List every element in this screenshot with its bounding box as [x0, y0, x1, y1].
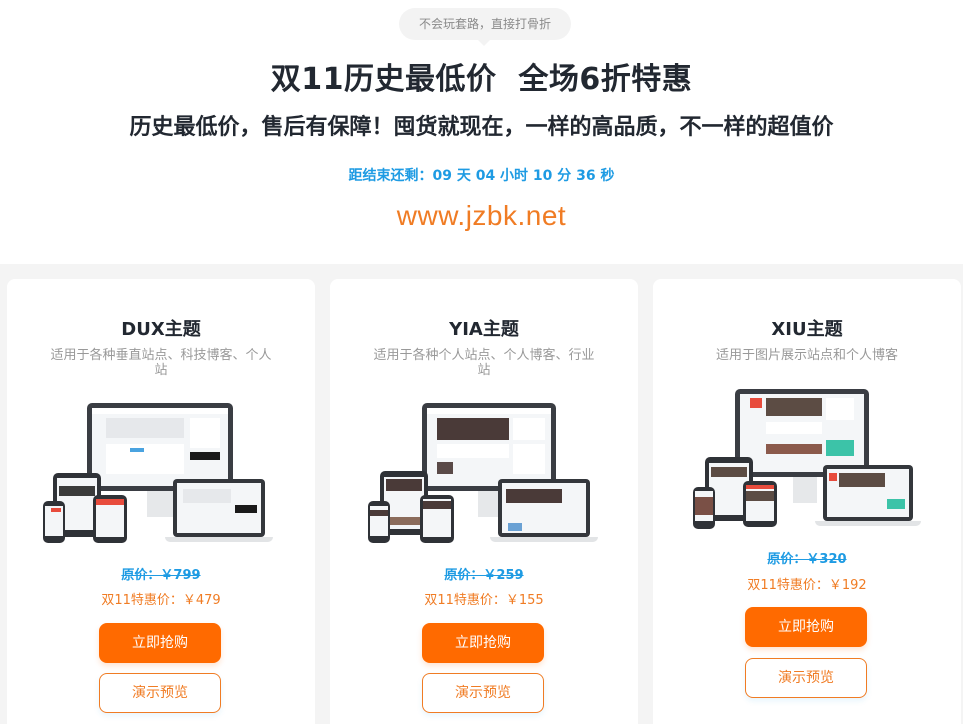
original-price: 原价：￥799	[121, 568, 201, 583]
card-description: 适用于图片展示站点和个人博客	[715, 348, 898, 363]
card-title: YIA主题	[449, 319, 519, 340]
original-price: 原价：￥320	[767, 552, 847, 567]
sale-price: 双11特惠价：￥155	[424, 593, 544, 608]
card-description: 适用于各种垂直站点、科技博客、个人站	[50, 348, 272, 378]
demo-preview-button[interactable]: 演示预览	[99, 673, 221, 713]
buy-now-button[interactable]: 立即抢购	[745, 607, 867, 647]
buy-now-button[interactable]: 立即抢购	[99, 623, 221, 663]
demo-preview-button[interactable]: 演示预览	[745, 658, 867, 698]
product-card-yia: YIA主题 适用于各种个人站点、个人博客、行业站	[330, 279, 638, 724]
devices-mockup-image	[693, 387, 923, 529]
card-title: DUX主题	[121, 319, 201, 340]
sale-price: 双11特惠价：￥192	[747, 578, 867, 593]
product-card-xiu: XIU主题 适用于图片展示站点和个人博客	[653, 279, 961, 724]
page-subtitle: 历史最低价，售后有保障！囤货就现在，一样的高品质，不一样的超值价	[129, 115, 834, 140]
sale-price: 双11特惠价：￥479	[101, 593, 221, 608]
original-price: 原价：￥259	[444, 568, 524, 583]
product-card-dux: DUX主题 适用于各种垂直站点、科技博客、个人站 原	[7, 279, 315, 724]
card-title: XIU主题	[771, 319, 843, 340]
devices-mockup-image	[368, 403, 600, 543]
card-description: 适用于各种个人站点、个人博客、行业站	[373, 348, 595, 378]
devices-mockup-image	[43, 403, 277, 543]
countdown-timer: 距结束还剩：09 天 04 小时 10 分 36 秒	[348, 168, 615, 184]
site-url: www.jzbk.net	[396, 200, 567, 231]
demo-preview-button[interactable]: 演示预览	[422, 673, 544, 713]
tagline-bubble: 不会玩套路，直接打骨折	[399, 8, 571, 46]
promo-hero: 不会玩套路，直接打骨折 双11历史最低价 全场6折特惠 历史最低价，售后有保障！…	[0, 0, 963, 264]
page-title: 双11历史最低价 全场6折特惠	[270, 62, 693, 97]
buy-now-button[interactable]: 立即抢购	[422, 623, 544, 663]
